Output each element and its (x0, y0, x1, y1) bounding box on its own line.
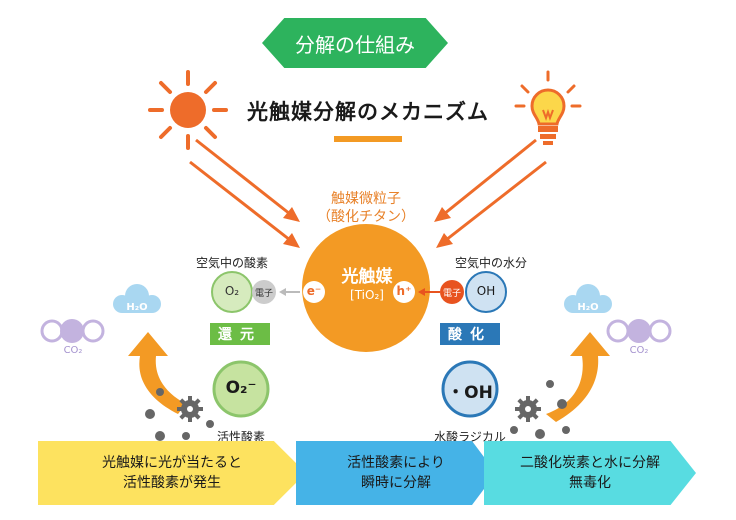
sun-icon (148, 70, 228, 150)
electron-arrow-left (279, 288, 300, 296)
reduction-chip: 還元 (210, 323, 270, 345)
step-3-arrow: 二酸化炭素と水に分解無毒化 (484, 441, 696, 505)
step-1-line1: 光触媒に光が当たると (102, 455, 242, 471)
hydroxyl-radical-symbol: ・OH (447, 383, 493, 403)
electron-chip-left (252, 280, 276, 304)
air-oxygen-label: 空気中の酸素 (195, 256, 268, 270)
hole-circle (393, 281, 415, 303)
dust-particles-right (510, 380, 570, 439)
electron-symbol: e⁻ (306, 284, 322, 298)
step-2-line1: 活性酸素により (347, 455, 445, 471)
step-2-arrow: 活性酸素により瞬時に分解 (296, 441, 496, 505)
catalyst-caption-line2: （酸化チタン） (317, 209, 415, 225)
air-water-label: 空気中の水分 (454, 256, 527, 270)
electron-arrow-right (418, 288, 440, 296)
water-label-right: H₂O (577, 302, 599, 313)
molecule-icon-right (606, 319, 672, 343)
cloud-icon-right (564, 284, 612, 313)
title-underline (334, 136, 402, 142)
molecule-icon-left (40, 319, 105, 343)
step-1-arrow: 光触媒に光が当たると活性酸素が発生 (38, 441, 306, 505)
hydroxide-symbol: OH (476, 284, 496, 298)
title-badge-label: 分解の仕組み (295, 32, 415, 57)
catalyst-circle (302, 224, 430, 352)
cloud-icon-left (113, 284, 161, 313)
catalyst-formula: [TiO₂] (350, 288, 384, 302)
oxidation-chip: 酸化 (440, 323, 500, 345)
catalyst-name: 光触媒 (341, 267, 393, 287)
hydroxyl-radical-label: 水酸ラジカル (434, 430, 506, 444)
step-2-line2: 瞬時に分解 (360, 475, 431, 491)
light-ray-arrows-left (189, 138, 300, 248)
step-1-line2: 活性酸素が発生 (123, 475, 221, 491)
light-ray-arrows-right (434, 138, 547, 248)
oxygen-symbol: O₂ (224, 284, 240, 298)
hydroxide-circle (465, 271, 507, 313)
electron-chip-right-label: 電子 (442, 289, 461, 299)
co2-label-left: CO₂ (63, 345, 83, 356)
superoxide-circle (212, 360, 270, 418)
electron-circle (303, 281, 325, 303)
gear-icon-right (515, 396, 541, 422)
catalyst-caption-line1: 触媒微粒子 (331, 191, 401, 207)
title-badge: 分解の仕組み (262, 18, 448, 68)
active-oxygen-label: 活性酸素 (216, 430, 265, 444)
arrow-icon-left (128, 332, 186, 414)
water-label-left: H₂O (126, 302, 148, 313)
co2-label-right: CO₂ (629, 345, 649, 356)
arrow-icon-right (546, 332, 610, 422)
dust-particles-left (145, 388, 214, 441)
hole-symbol: h⁺ (396, 284, 412, 298)
page-title: 光触媒分解のメカニズム (247, 100, 489, 124)
hydroxyl-radical-circle (441, 360, 499, 418)
superoxide-symbol: O₂⁻ (225, 378, 257, 398)
lightbulb-icon (514, 70, 582, 145)
step-3-line2: 無毒化 (569, 475, 611, 491)
step-3-line1: 二酸化炭素と水に分解 (520, 455, 660, 471)
electron-chip-left-label: 電子 (254, 289, 273, 299)
gear-icon-left (177, 396, 203, 422)
electron-chip-right (440, 280, 464, 304)
